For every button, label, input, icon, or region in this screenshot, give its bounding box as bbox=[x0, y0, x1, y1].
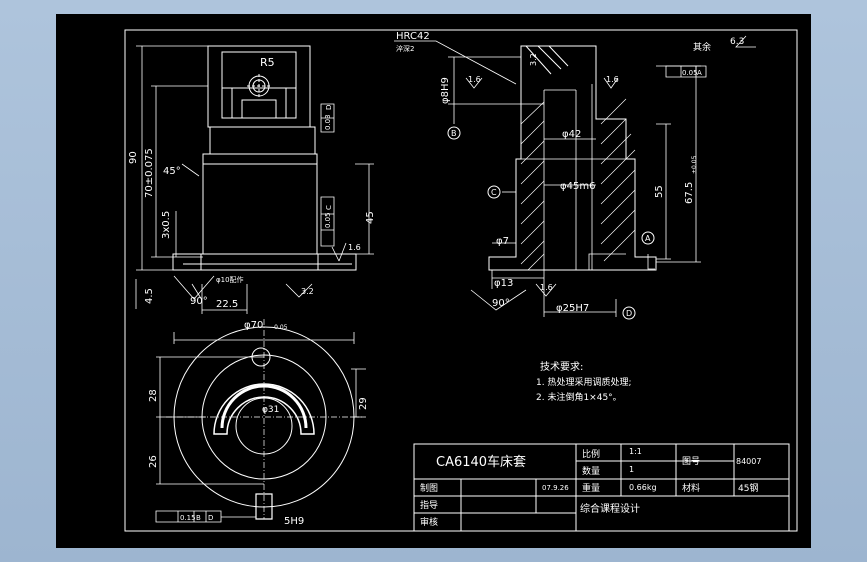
label-dim-29: 29 bbox=[358, 397, 369, 410]
notes-line-1: 1. 热处理采用调质处理; bbox=[536, 376, 631, 388]
label-height-675: 67.5 bbox=[684, 182, 695, 204]
label-bore-small: φ8H9 bbox=[440, 77, 451, 104]
weight-value: 0.66kg bbox=[629, 483, 657, 492]
label-inner-dia: φ31 bbox=[262, 405, 279, 415]
label-dim-28: 28 bbox=[148, 389, 159, 402]
label-hole-note: φ10配作 bbox=[216, 275, 244, 284]
label-ref-c: C bbox=[491, 188, 497, 197]
drawing-sheet[interactable]: R5 90 70±0.075 45° 3x0.5 45 4.5 90° 22.5… bbox=[56, 14, 811, 548]
qty-label: 数量 bbox=[582, 465, 600, 477]
drawing-no-label: 图号 bbox=[682, 456, 700, 467]
label-parallel-tol: 0.05 bbox=[682, 69, 698, 77]
label-dia-13: φ13 bbox=[494, 278, 513, 289]
label-sym-ref-d: D bbox=[208, 514, 213, 522]
label-height-total: 90 bbox=[128, 151, 139, 164]
label-sym-ref-b: B bbox=[196, 514, 201, 522]
label-rest-roughness: 6.3 bbox=[730, 37, 744, 47]
label-roughness-16a: 1.6 bbox=[468, 75, 481, 84]
date: 07.9.26 bbox=[542, 484, 569, 492]
datum-c-circle bbox=[487, 185, 501, 199]
material-value: 45钢 bbox=[738, 482, 758, 494]
label-roughness-16: 1.6 bbox=[348, 243, 361, 252]
front-view bbox=[135, 45, 374, 314]
reviewer-label: 审核 bbox=[420, 516, 438, 528]
label-tol-perp-d: 0.03 bbox=[324, 114, 332, 130]
label-hardness: HRC42 bbox=[396, 31, 430, 42]
scale-value: 1:1 bbox=[629, 447, 642, 456]
drafted-label: 制图 bbox=[420, 482, 438, 494]
label-depth: 3x0.5 bbox=[161, 211, 172, 239]
qty-value: 1 bbox=[629, 465, 634, 474]
datum-b-circle bbox=[447, 126, 461, 140]
notes-line-2: 2. 未注倒角1×45°。 bbox=[536, 391, 622, 403]
label-ref-d: D bbox=[626, 309, 632, 318]
label-ref-a: A bbox=[645, 234, 651, 243]
label-roughness-16c: 1.6 bbox=[540, 283, 553, 292]
drawing-no: 84007 bbox=[736, 457, 761, 466]
label-quench: 淬深2 bbox=[396, 44, 414, 53]
label-outer-dia: φ70 bbox=[244, 320, 263, 331]
label-angle-90: 90° bbox=[492, 298, 510, 309]
notes-heading: 技术要求: bbox=[540, 360, 583, 373]
label-outer-dia-tol: -0.05 bbox=[272, 324, 288, 331]
material-label: 材料 bbox=[682, 482, 700, 494]
section-view bbox=[394, 35, 756, 317]
label-offset-45: 4.5 bbox=[144, 288, 155, 304]
bottom-view bbox=[155, 319, 366, 523]
datum-a-circle bbox=[641, 231, 655, 245]
label-dia-25: φ25H7 bbox=[556, 303, 589, 314]
label-height-55: 55 bbox=[654, 185, 665, 198]
label-groove-angle: 90° bbox=[190, 296, 208, 307]
label-roughness-16b: 1.6 bbox=[606, 75, 619, 84]
datum-d-circle bbox=[622, 306, 636, 320]
title-block-lines bbox=[413, 443, 790, 532]
label-dia-7: φ7 bbox=[496, 236, 509, 247]
label-height-tol: 70±0.075 bbox=[144, 148, 155, 198]
label-tol-perp-c-ref: C bbox=[325, 205, 333, 210]
label-width-225: 22.5 bbox=[216, 299, 238, 310]
label-dia-42: φ42 bbox=[562, 129, 581, 140]
label-parallel-ref: A bbox=[697, 69, 702, 77]
label-ref-b: B bbox=[451, 129, 457, 138]
instructor-label: 指导 bbox=[420, 499, 438, 511]
label-chamfer-angle: 45° bbox=[163, 166, 181, 177]
label-slot: 5H9 bbox=[284, 516, 304, 527]
part-name: CA6140车床套 bbox=[436, 454, 526, 470]
label-radius: R5 bbox=[260, 56, 275, 69]
label-section-roughness-32: 3.2 bbox=[529, 53, 538, 66]
weight-label: 重量 bbox=[582, 482, 600, 494]
drawing-canvas: R5 90 70±0.075 45° 3x0.5 45 4.5 90° 22.5… bbox=[124, 29, 798, 532]
label-dim-26: 26 bbox=[148, 455, 159, 468]
label-roughness-32: 3.2 bbox=[301, 287, 314, 296]
label-height-45: 45 bbox=[365, 211, 376, 224]
label-rest-note: 其余 bbox=[693, 41, 711, 53]
label-tol-perp-d-ref: D bbox=[325, 105, 333, 110]
label-tol-perp-c: 0.05 bbox=[324, 212, 332, 228]
school: 综合课程设计 bbox=[580, 502, 640, 515]
label-dia-45: φ45m6 bbox=[560, 181, 595, 192]
label-sym-tol: 0.15 bbox=[180, 514, 196, 522]
scale-label: 比例 bbox=[582, 448, 600, 460]
label-height-675-tol: ±0.05 bbox=[691, 155, 698, 174]
